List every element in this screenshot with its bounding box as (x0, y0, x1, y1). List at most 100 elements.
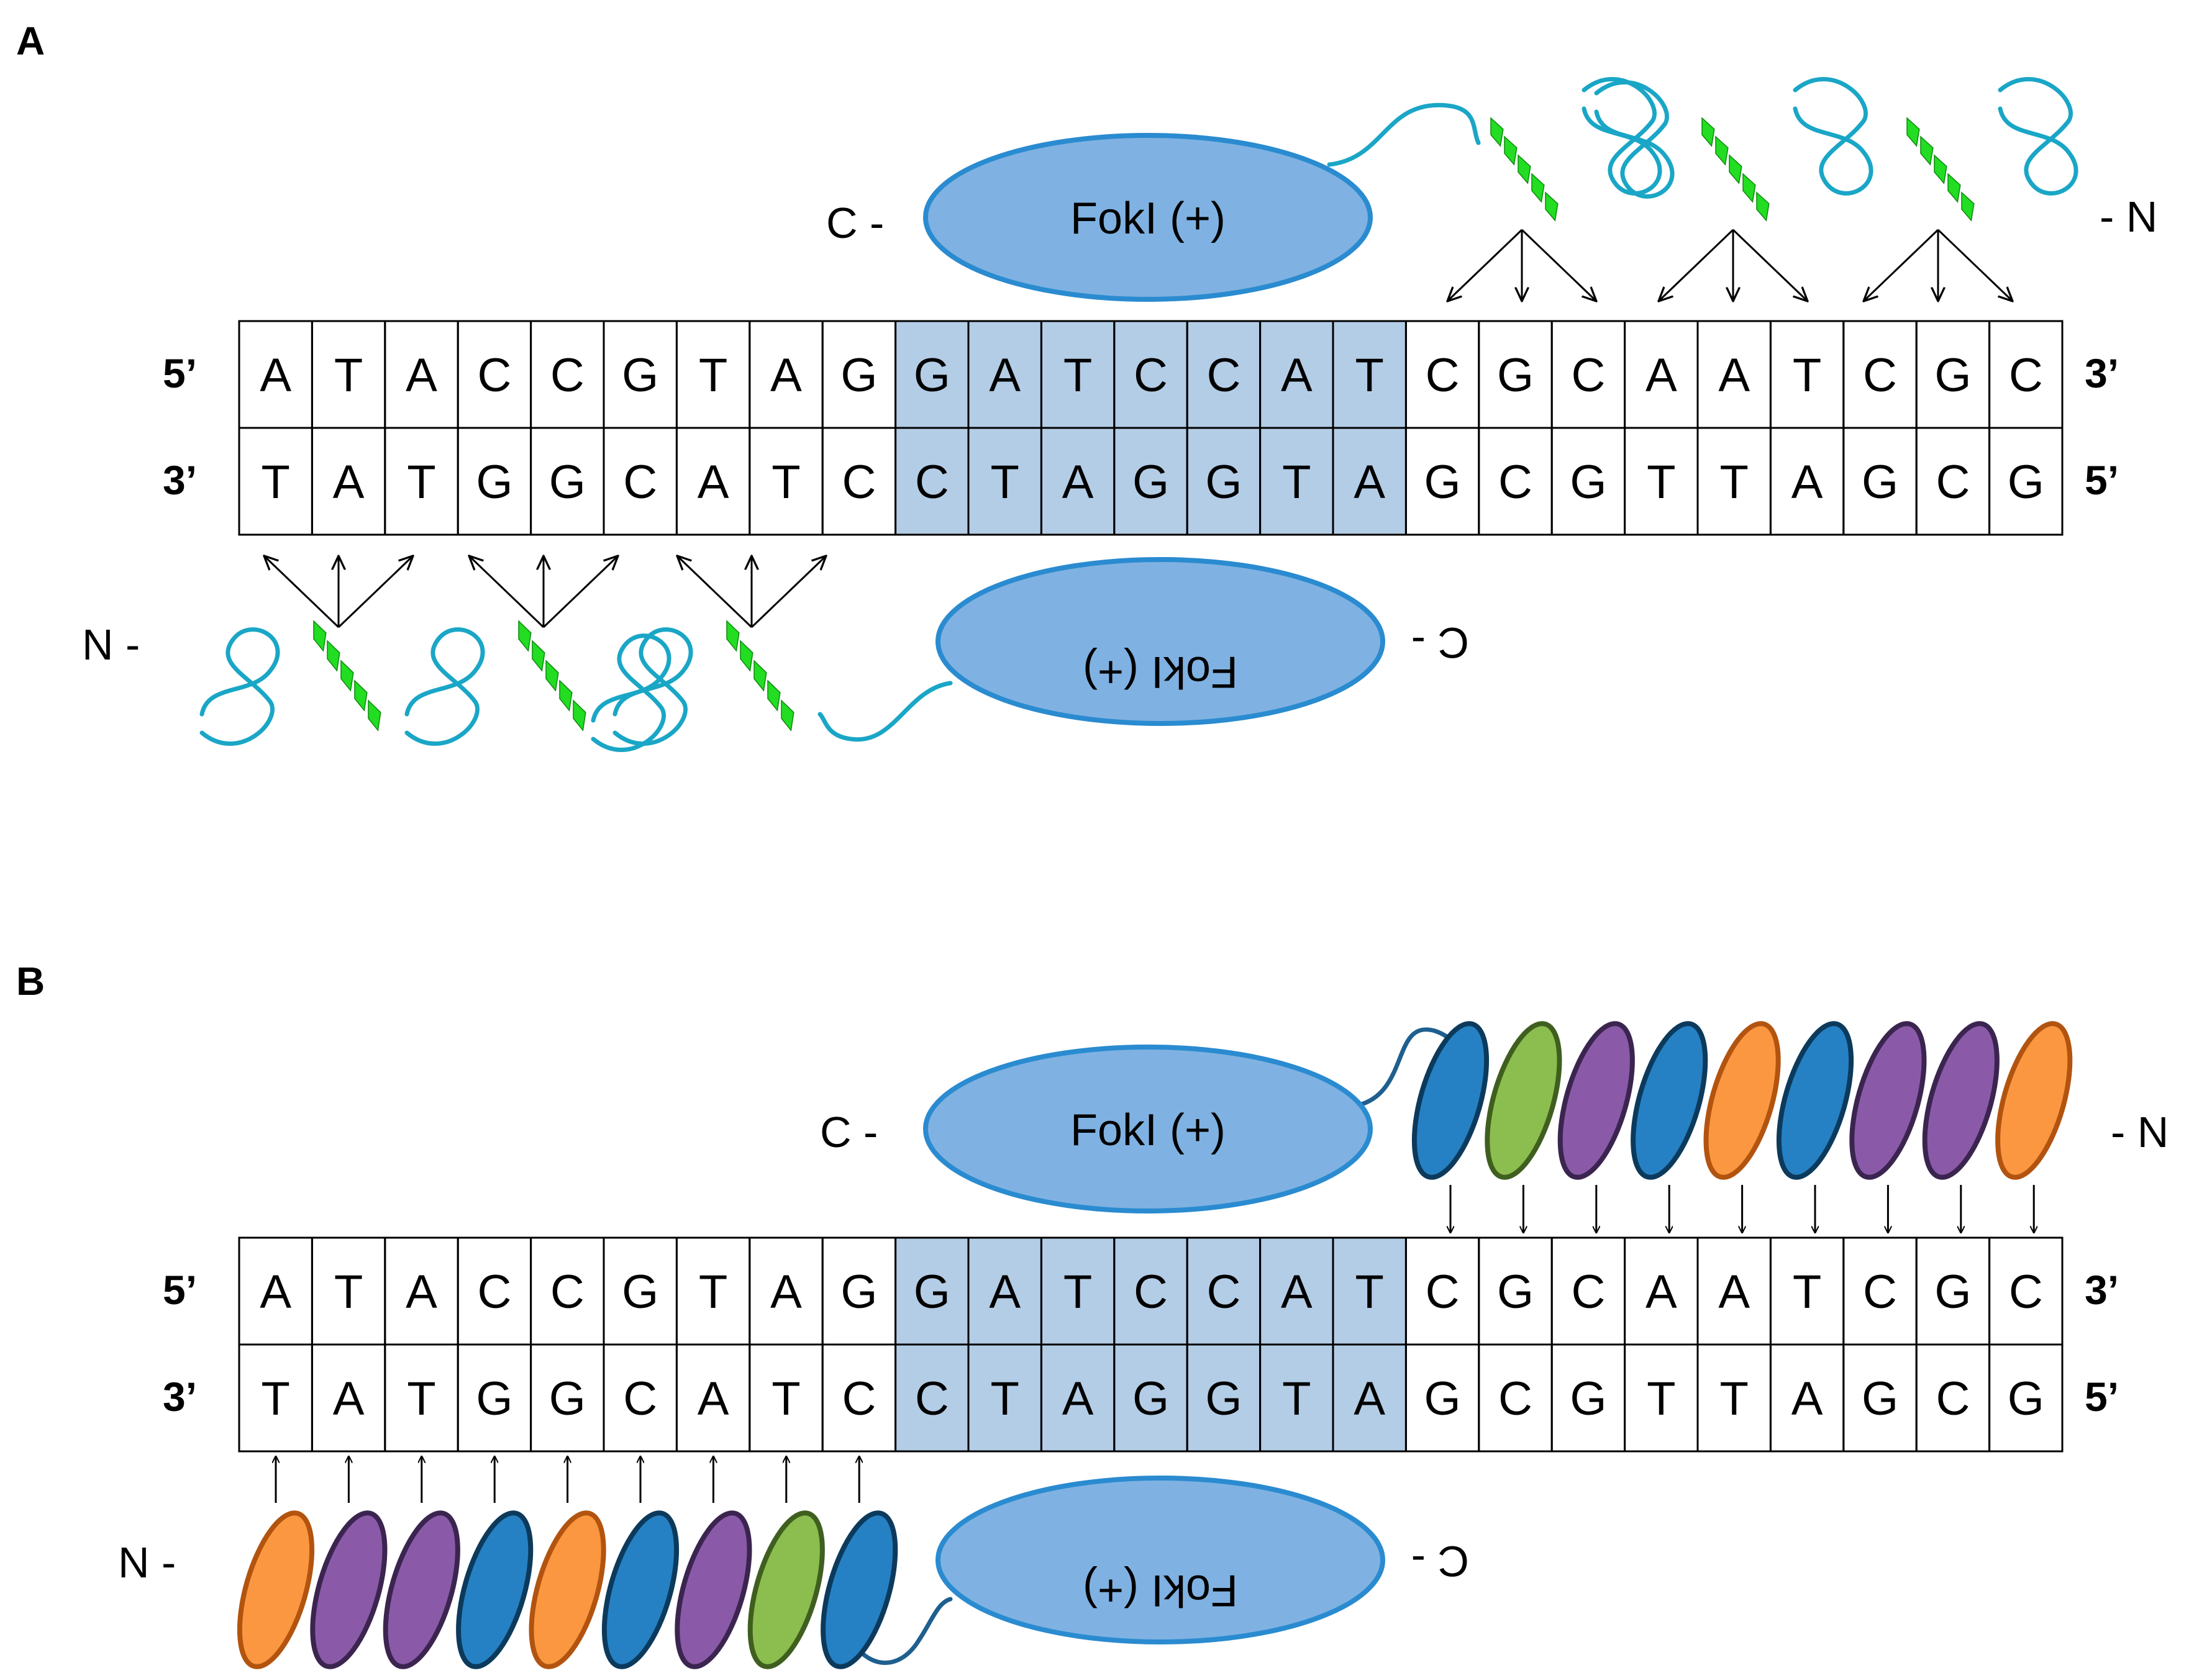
arrow (1659, 229, 1734, 301)
zinc-finger-backbone (1594, 80, 1675, 199)
helix-segment (327, 640, 340, 672)
top-strand-base: C (1206, 349, 1240, 402)
top-strand-base: C (1134, 1266, 1168, 1318)
bottom-strand-base: A (698, 1372, 729, 1425)
bottom-strand-base: T (407, 1372, 435, 1425)
tale-repeat (1776, 1021, 1854, 1180)
top-strand-base: C (550, 1266, 585, 1318)
bottom-strand-base: C (623, 456, 657, 509)
foki-domain-lower: FokI (+) (935, 557, 1385, 726)
zinc-finger-backbone (591, 633, 671, 752)
binding-arrows (264, 556, 413, 628)
top-strand-base: A (989, 1266, 1021, 1318)
helix-segment (340, 660, 354, 692)
helix-segment (559, 679, 573, 712)
zinc-finger-backbone (1998, 77, 2078, 196)
top-strand-base: G (1497, 349, 1534, 402)
tale-repeat (1411, 1021, 1490, 1180)
helix-segment (1531, 173, 1545, 203)
top-strand-base: C (550, 349, 585, 402)
bottom-strand-base: C (1498, 1372, 1532, 1425)
bottom-strand-base: G (1862, 1372, 1898, 1425)
panel-label-b: B (16, 959, 45, 1004)
helix-segment (1490, 117, 1504, 147)
bottom-strand-base: T (407, 456, 435, 509)
top-strand-base: T (334, 349, 363, 402)
bottom-strand-base: T (261, 456, 289, 509)
c-terminus-label: C - (826, 199, 884, 247)
zinc-finger-backbone (404, 627, 485, 746)
bottom-strand-base: T (1719, 1372, 1748, 1425)
linker (1327, 102, 1481, 167)
bottom-strand-base: G (1424, 456, 1461, 509)
helix-segment (573, 699, 586, 732)
arrow (337, 556, 413, 628)
tale-repeat (747, 1510, 825, 1669)
bottom-strand-base: A (1062, 1372, 1094, 1425)
foki-label: FokI (+) (1083, 1566, 1238, 1615)
bottom-strand-base: T (771, 1372, 800, 1425)
alpha-helix (518, 620, 586, 732)
tale-repeat (1557, 1021, 1635, 1180)
bottom-strand-base: G (1132, 1372, 1169, 1425)
alpha-helix (1701, 117, 1770, 222)
three-prime-label: 3’ (163, 1374, 197, 1420)
top-strand-base: T (1793, 349, 1821, 402)
arrow (1732, 229, 1808, 301)
bottom-strand-base: G (2008, 1372, 2044, 1425)
foki-ellipse (935, 1476, 1385, 1644)
top-strand-base: T (1063, 349, 1092, 402)
tale-repeat (821, 1510, 898, 1669)
base-cell (1988, 427, 2064, 536)
bottom-strand-base: T (261, 1372, 289, 1425)
linker (849, 1597, 953, 1665)
bottom-strand-base: A (1354, 456, 1385, 509)
bottom-strand-base: T (1647, 1372, 1675, 1425)
top-strand-base: G (914, 349, 950, 402)
bottom-strand-base: G (1424, 1372, 1461, 1425)
bottom-strand-base: G (1132, 456, 1169, 509)
three-prime-label: 3’ (2085, 350, 2119, 396)
tale-repeat (1849, 1021, 1927, 1180)
n-terminus-label: N - (82, 620, 140, 669)
helix-segment (1504, 135, 1518, 166)
arrow (469, 556, 545, 628)
top-strand-base: T (1793, 1266, 1821, 1318)
n-terminus-label: - N (2100, 193, 2157, 241)
bottom-strand-base: A (698, 456, 729, 509)
c-terminus-label: C - (1411, 1537, 1469, 1585)
helix-segment (1756, 191, 1770, 222)
bottom-strand-base: A (1791, 1372, 1823, 1425)
tale-repeat (456, 1510, 534, 1669)
foki-label: FokI (+) (1083, 647, 1238, 697)
n-terminus-label: N - (118, 1538, 176, 1587)
helix-segment (740, 640, 753, 672)
bottom-strand-base: T (1647, 456, 1675, 509)
top-strand-base: G (840, 349, 877, 402)
bottom-strand-base: C (1498, 456, 1532, 509)
five-prime-label: 5’ (2085, 1374, 2119, 1420)
arrow (750, 556, 826, 628)
bottom-strand-base: A (333, 1372, 365, 1425)
three-prime-label: 3’ (2085, 1267, 2119, 1313)
helix-segment (368, 699, 381, 732)
top-strand-base: A (260, 349, 291, 402)
arrow (542, 556, 618, 628)
top-strand-base: A (989, 349, 1021, 402)
foki-ellipse (923, 133, 1373, 302)
bottom-strand-base: C (842, 1372, 876, 1425)
five-prime-label: 5’ (2085, 457, 2119, 503)
bottom-strand-base: A (333, 456, 365, 509)
top-strand-base: C (2009, 349, 2043, 402)
tale-repeat (310, 1510, 388, 1669)
binding-arrows (469, 556, 618, 628)
tale-repeat (1995, 1021, 2073, 1180)
bottom-strand-base: G (1570, 1372, 1606, 1425)
top-strand-base: T (1355, 1266, 1383, 1318)
top-strand-base: T (334, 1266, 363, 1318)
bottom-strand-base: A (1062, 456, 1094, 509)
